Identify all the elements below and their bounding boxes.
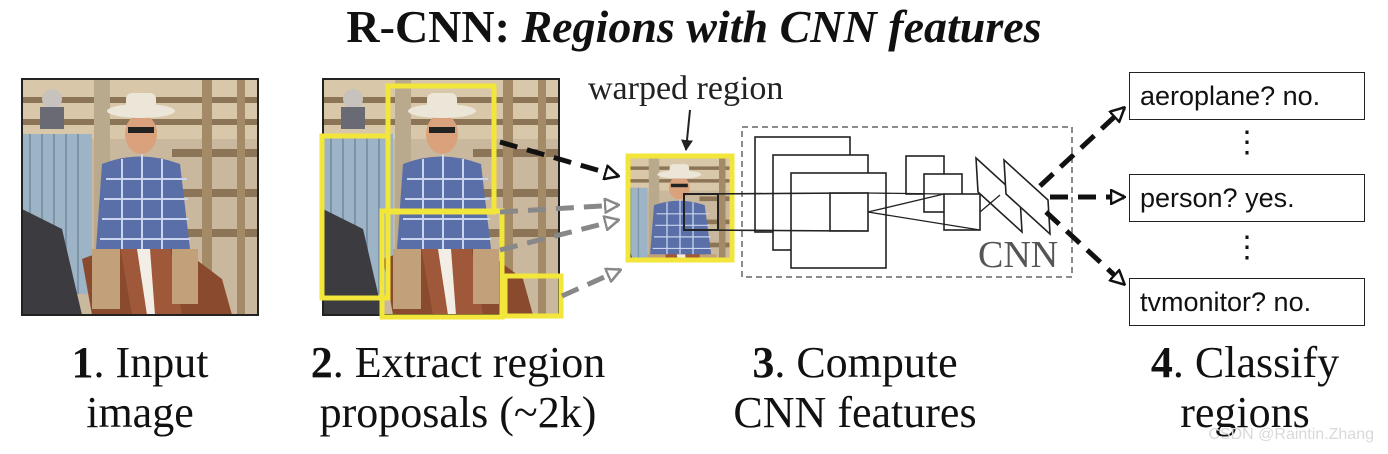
- class-box-aeroplane: aeroplane? no.: [1129, 72, 1365, 120]
- proposals-image: [319, 78, 564, 320]
- arrow-proposal-4: [560, 270, 620, 299]
- arrow-class-aeroplane: [1038, 108, 1124, 188]
- step-3-text: . Compute: [774, 338, 958, 387]
- title-italic: Regions with CNN features: [521, 1, 1042, 52]
- ellipsis-upper: ⋮: [1232, 126, 1262, 159]
- diagram-title: R-CNN: Regions with CNN features: [0, 2, 1388, 52]
- step-4-caption: 4. Classify regions: [1110, 338, 1380, 438]
- arrow-class-tvmonitor: [1044, 210, 1124, 284]
- proposal-box-small: [502, 273, 564, 319]
- step-2-caption: 2. Extract region proposals (~2k): [268, 338, 648, 438]
- step-3-line2: CNN features: [733, 388, 977, 437]
- step-1-number: 1: [71, 338, 94, 387]
- class-box-tvmonitor: tvmonitor? no.: [1129, 278, 1365, 326]
- proposal-box-left: [319, 133, 391, 301]
- step-4-line2: regions: [1180, 388, 1310, 437]
- warped-region-label: warped region: [588, 70, 784, 107]
- cnn-label: CNN: [978, 234, 1059, 276]
- step-2-number: 2: [310, 338, 333, 387]
- input-image: [21, 78, 259, 316]
- step-1-text: . Input: [93, 338, 209, 387]
- step-2-line2: proposals (~2k): [319, 388, 597, 437]
- cnn-container: [741, 126, 1073, 278]
- step-2-text: . Extract region: [332, 338, 606, 387]
- step-1-caption: 1. Input image: [20, 338, 260, 438]
- title-bold: R-CNN:: [346, 1, 510, 52]
- class-box-person: person? yes.: [1129, 174, 1365, 222]
- warped-region-image: [625, 153, 735, 263]
- arrow-proposal-2: [499, 205, 618, 215]
- arrow-proposal-3: [499, 220, 618, 253]
- step-3-caption: 3. Compute CNN features: [700, 338, 1010, 438]
- step-1-line2: image: [86, 388, 194, 437]
- ellipsis-lower: ⋮: [1232, 231, 1262, 264]
- step-4-number: 4: [1150, 338, 1173, 387]
- step-3-number: 3: [752, 338, 775, 387]
- warped-label-arrow: [681, 109, 693, 151]
- proposal-box-horse: [379, 208, 505, 320]
- arrow-proposal-1: [499, 139, 618, 176]
- step-4-text: . Classify: [1172, 338, 1340, 387]
- warped-crop-outline: [683, 193, 719, 231]
- watermark: CSDN @Raintin.Zhang: [1208, 426, 1374, 443]
